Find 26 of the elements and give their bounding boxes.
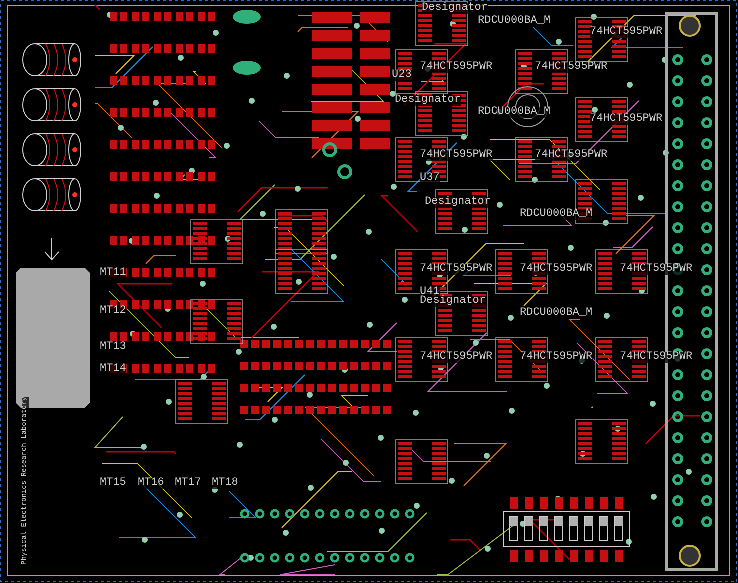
component-designator: RDCU000BA_M: [520, 308, 593, 319]
component-designator: 74HCT595PWR: [535, 150, 608, 161]
component-designator: 74HCT595PWR: [420, 264, 493, 275]
component-designator: RDCU000BA_M: [478, 16, 551, 27]
component-designator: 74HCT595PWR: [420, 150, 493, 161]
component-designator: Designator: [425, 197, 492, 208]
component-designator: 74HCT595PWR: [535, 62, 608, 73]
component-designator: MT14: [100, 364, 126, 375]
component-designator: 74HCT595PWR: [590, 27, 663, 38]
component-designator: Designator: [422, 3, 488, 14]
component-designator: 74HCT595PWR: [590, 114, 663, 125]
component-designator: Designator: [395, 95, 462, 106]
component-designator: 74HCT595PWR: [620, 264, 693, 275]
component-designator: 74HCT595PWR: [520, 264, 593, 275]
component-designator: U23: [392, 70, 412, 81]
component-designator: 74HCT595PWR: [420, 352, 493, 363]
component-designator: 74HCT595PWR: [620, 352, 693, 363]
component-designator: Designator: [420, 296, 486, 307]
component-designator: 74HCT595PWR: [420, 62, 493, 73]
component-designator: MT11: [100, 268, 126, 279]
component-designator: RDCU000BA_M: [520, 209, 593, 220]
component-designator: 74HCT595PWR: [520, 352, 593, 363]
component-designator: RDCU000BA_M: [478, 107, 551, 118]
component-designator: MT16: [138, 478, 164, 489]
component-designator: MT18: [212, 478, 238, 489]
component-designator: U37: [420, 173, 440, 184]
